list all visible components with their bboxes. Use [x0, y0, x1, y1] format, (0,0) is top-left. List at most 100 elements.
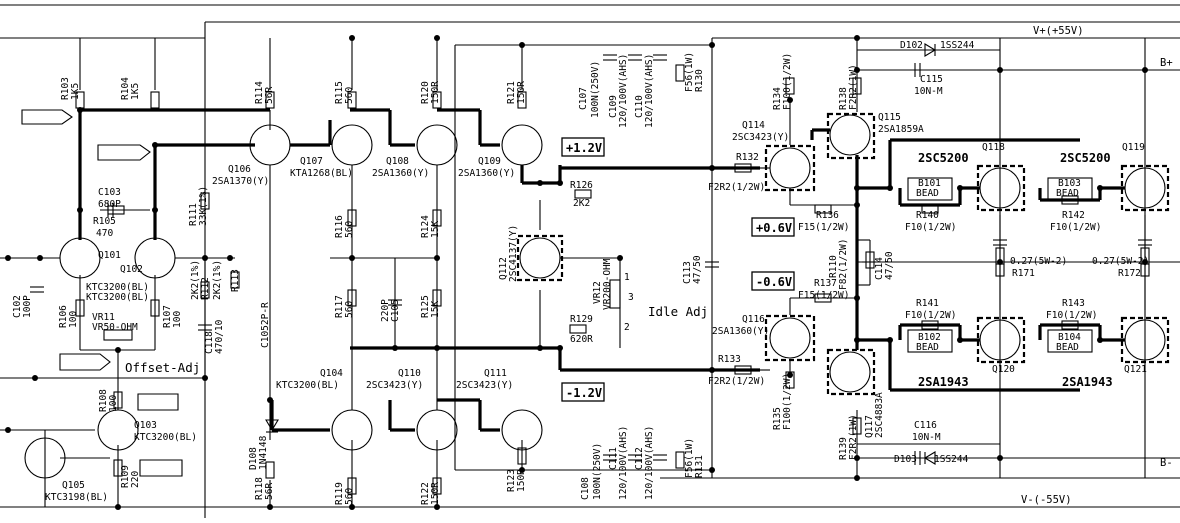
r129-ref: R129: [570, 314, 593, 325]
voltage-box-minus06: [751, 271, 795, 291]
r143-val: F10(1/2W): [1046, 310, 1097, 321]
voltage-plus12: +1.2V: [566, 141, 602, 155]
r172-ref: R172: [1118, 268, 1141, 279]
r132-ref: R132: [736, 152, 759, 163]
q117-ref: Q117: [864, 415, 875, 438]
q103-type: KTC3200(BL): [134, 432, 197, 443]
d108-val: 1N4148: [258, 435, 269, 470]
vminus-rail-label: V-(-55V): [1021, 494, 1072, 506]
r141-val: F10(1/2W): [905, 310, 956, 321]
r118-ref: R118: [254, 477, 265, 500]
r117-ref: R117: [334, 295, 345, 318]
q119-ref: Q119: [1122, 142, 1145, 153]
vr11-val: VR50-OHM: [92, 322, 138, 333]
diode-symbols: [265, 43, 937, 465]
r139-ref: R139: [838, 437, 849, 460]
voltage-minus06: -0.6V: [756, 275, 792, 289]
r112-val: 2K2(1%): [190, 260, 201, 300]
r107-val: 100: [172, 311, 183, 328]
c108-val: 100N(250V): [592, 443, 603, 500]
r112b-val: 2K2(1%): [212, 260, 223, 300]
r112-ref: R112: [200, 277, 211, 300]
q119-type-label: 2SC5200: [1060, 151, 1111, 165]
c110-ref: C110: [634, 95, 645, 118]
voltage-box-plus12: [561, 137, 605, 157]
q106-type: 2SA1370(Y): [212, 176, 269, 187]
r104-ref: R104: [120, 77, 131, 100]
q111-ref: Q111: [484, 368, 507, 379]
bminus-label: B-: [1160, 457, 1173, 469]
vas-wires: [269, 38, 760, 507]
b101-val: BEAD: [916, 188, 939, 199]
q108-ref: Q108: [386, 156, 409, 167]
vr12-ref: VR12: [592, 281, 603, 304]
q103-ref: Q103: [134, 420, 157, 431]
c107-ref: C107: [578, 87, 589, 110]
connector-tags: [21, 109, 183, 477]
voltage-plus06: +0.6V: [756, 221, 792, 235]
r117-val: 560: [344, 301, 355, 318]
r110-val: F82(1/2W): [838, 239, 849, 290]
c109-ref: C109: [608, 95, 619, 118]
r120-ref: R120: [420, 81, 431, 104]
b104-ref: B104: [1058, 332, 1081, 343]
transistor-labels: Q101 KTC3200(BL) Q102 KTC3200(BL) Q103 K…: [45, 112, 1147, 503]
vr12-pin2: 2: [624, 322, 630, 333]
r114-ref: R114: [254, 81, 265, 104]
d103-val: 1SS244: [934, 454, 969, 465]
d103-ref: D103: [894, 454, 917, 465]
c112-val: 120/100V(AHS): [644, 426, 655, 500]
c114-val: 47/50: [884, 251, 895, 280]
r143-ref: R143: [1062, 298, 1085, 309]
r106-ref: R106: [58, 305, 69, 328]
b102-ref: B102: [918, 332, 941, 343]
q108-type: 2SA1360(Y): [372, 168, 429, 179]
c103-val: 680P: [98, 199, 121, 210]
c115-val: 10N-M: [914, 86, 943, 97]
q111-type: 2SC3423(Y): [456, 380, 513, 391]
r140-ref: R140: [916, 210, 939, 221]
r105-ref: R105: [93, 216, 116, 227]
r124-ref: R124: [420, 215, 431, 238]
c103-ref: C103: [98, 187, 121, 198]
r121-ref: R121: [506, 81, 517, 104]
c111-val: 120/100V(AHS): [618, 426, 629, 500]
r140-val: F10(1/2W): [905, 222, 956, 233]
c110-val: 120/100V(AHS): [644, 54, 655, 128]
re1-val: 0.27(5W-2): [1010, 256, 1067, 267]
q104-type: KTC3200(BL): [276, 380, 339, 391]
r107-ref: R107: [162, 305, 173, 328]
r103-val: 1K5: [70, 83, 81, 100]
q105-ref: Q105: [62, 480, 85, 491]
voltage-minus12: -1.2V: [566, 386, 602, 400]
c116-ref: C116: [914, 420, 937, 431]
q105-type: KTC3198(BL): [45, 492, 108, 503]
r131-ref: R131: [694, 455, 705, 478]
r142-val: F10(1/2W): [1050, 222, 1101, 233]
q109-type: 2SA1360(Y): [458, 168, 515, 179]
r171-ref: R171: [1012, 268, 1035, 279]
b103-val: BEAD: [1056, 188, 1079, 199]
c113-ref: C113: [682, 261, 693, 284]
c102-val: 100P: [22, 295, 33, 318]
q106-ref: Q106: [228, 164, 251, 175]
r133-ref: R133: [718, 354, 741, 365]
voltage-box-minus12: [561, 382, 605, 402]
transistor-symbols: [24, 112, 1170, 479]
r126-ref: R126: [570, 180, 593, 191]
r119-ref: R119: [334, 482, 345, 505]
vr12-val: VR200-OHM: [602, 258, 613, 310]
r130-ref: R130: [694, 69, 705, 92]
q118-type-label: 2SC5200: [918, 151, 969, 165]
c102-ref: C102: [12, 295, 23, 318]
capacitor-symbols: [30, 54, 1152, 465]
d102-val: 1SS244: [940, 40, 975, 51]
r122-val: 150R: [430, 482, 441, 505]
r124-val: 15K: [430, 221, 441, 238]
r134-val: F100(1/2W): [782, 53, 793, 110]
r119-val: 560: [344, 488, 355, 505]
output-stage-wires: [760, 100, 1180, 392]
q110-type: 2SC3423(Y): [366, 380, 423, 391]
